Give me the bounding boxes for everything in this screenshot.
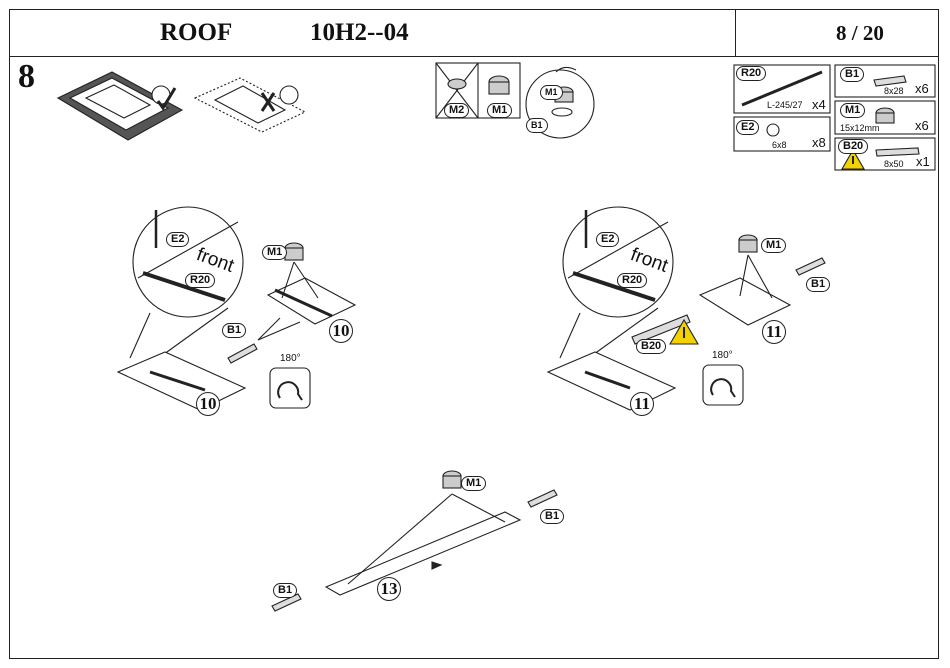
header-rule bbox=[9, 56, 939, 57]
callout-r20-a: R20 bbox=[185, 273, 216, 288]
part-code-m1: M1 bbox=[840, 103, 866, 118]
rotation-label-b: 180° bbox=[712, 350, 733, 361]
callout-e2-b: E2 bbox=[596, 232, 620, 247]
part-qty-b20: x1 bbox=[916, 154, 930, 169]
part-qty-m1: x6 bbox=[915, 118, 929, 133]
part-qty-e2: x8 bbox=[812, 135, 826, 150]
part-code-e2: E2 bbox=[736, 120, 760, 135]
label-m2: M2 bbox=[444, 103, 470, 118]
label-m1-hint: M1 bbox=[540, 85, 563, 100]
header-separator bbox=[735, 9, 736, 56]
part-size-b20: 8x50 bbox=[884, 159, 904, 169]
assembly-c-figure bbox=[271, 470, 558, 612]
callout-b1-c-right: B1 bbox=[540, 509, 565, 524]
callout-b1-c-left: B1 bbox=[273, 583, 298, 598]
page-title: ROOF bbox=[160, 19, 233, 46]
panel-number-c: 13 bbox=[377, 577, 401, 601]
part-qty-r20: x4 bbox=[812, 97, 826, 112]
callout-m1-c: M1 bbox=[461, 476, 487, 491]
part-size-r20: L-245/27 bbox=[767, 100, 803, 110]
part-size-e2: 6x8 bbox=[772, 140, 787, 150]
panel-number-b-bottom: 11 bbox=[630, 392, 654, 416]
callout-m1-b: M1 bbox=[761, 238, 787, 253]
callout-m1-a: M1 bbox=[262, 245, 288, 260]
part-qty-b1: x6 bbox=[915, 81, 929, 96]
panel-number-a-top: 10 bbox=[329, 319, 353, 343]
model-code: 10H2--04 bbox=[310, 19, 409, 46]
callout-e2-a: E2 bbox=[166, 232, 190, 247]
step-number: 8 bbox=[18, 58, 35, 95]
callout-b20-b: B20 bbox=[636, 339, 667, 354]
part-code-r20: R20 bbox=[736, 66, 767, 81]
panel-number-a-bottom: 10 bbox=[196, 392, 220, 416]
part-code-b1: B1 bbox=[840, 67, 865, 82]
rug-correct-icon bbox=[56, 71, 184, 141]
part-size-m1: 15x12mm bbox=[840, 123, 880, 133]
page-number: 8 / 20 bbox=[836, 21, 884, 45]
part-size-b1: 8x28 bbox=[884, 86, 904, 96]
assembly-a-figure bbox=[116, 206, 357, 411]
callout-r20-b: R20 bbox=[617, 273, 648, 288]
callout-b1-a: B1 bbox=[222, 323, 247, 338]
assembly-b-figure bbox=[546, 206, 826, 411]
label-b1-hint: B1 bbox=[526, 118, 548, 133]
panel-number-b-top: 11 bbox=[762, 320, 786, 344]
rug-wrong-icon bbox=[193, 77, 307, 133]
part-code-b20: B20 bbox=[838, 139, 869, 154]
page-frame bbox=[9, 9, 939, 659]
label-m1: M1 bbox=[487, 103, 513, 118]
callout-b1-b: B1 bbox=[806, 277, 831, 292]
rotation-label-a: 180° bbox=[280, 353, 301, 364]
